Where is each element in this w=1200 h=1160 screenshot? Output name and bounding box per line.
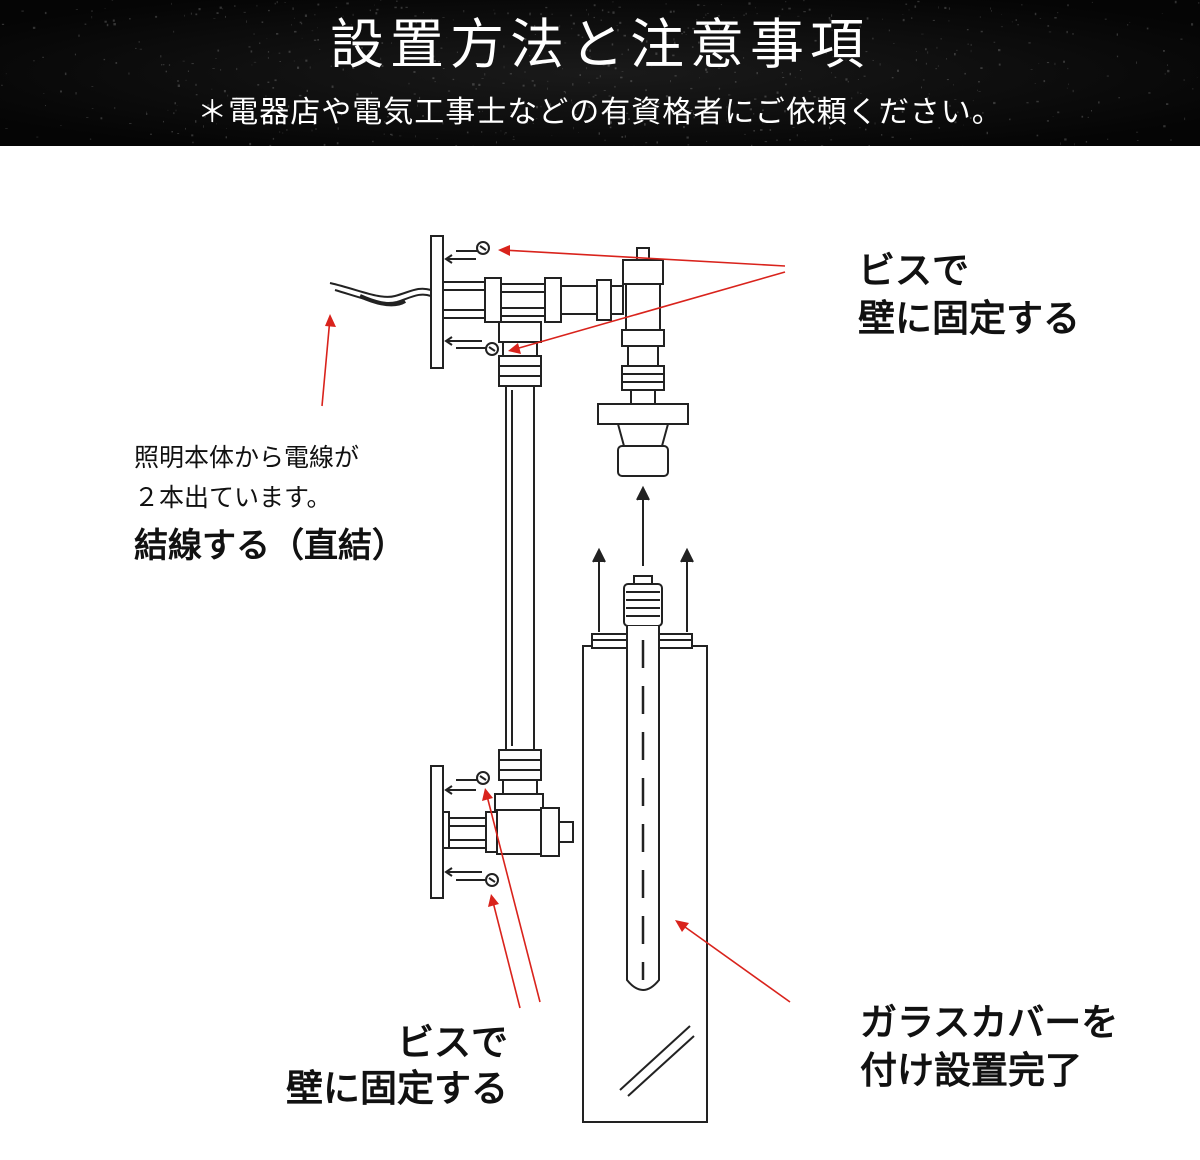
bottom-screws-label-line1: ビスで	[397, 1021, 508, 1064]
top-tee-fitting	[498, 321, 542, 387]
annotation-arrows	[321, 245, 791, 1009]
bottom-screws-label-line2: 壁に固定する	[286, 1067, 508, 1110]
bottom-wall-plate	[430, 765, 450, 899]
bottom-screws	[444, 771, 499, 887]
top-screws-label-line2: 壁に固定する	[858, 297, 1080, 340]
bulb	[623, 575, 663, 991]
wiring-label-line2: ２本出ています。	[134, 483, 332, 512]
top-wall-plate	[430, 235, 486, 369]
glass-cover-label-line1: ガラスカバーを	[860, 1001, 1119, 1044]
glass-cover-label-line2: 付け設置完了	[860, 1049, 1082, 1092]
wiring-label-line1: 照明本体から電線が	[134, 443, 360, 472]
vertical-pipe	[505, 385, 535, 751]
header-banner: 設置方法と注意事項 ＊電器店や電気工事士などの有資格者にご依頼ください。	[0, 0, 1200, 146]
top-pipe-assembly	[484, 277, 624, 323]
installation-diagram	[321, 235, 791, 1123]
power-wires	[329, 282, 432, 307]
bottom-pipe-assembly	[448, 749, 574, 857]
page-subtitle: ＊電器店や電気工事士などの有資格者にご依頼ください。	[197, 95, 1003, 130]
lamp-socket-assembly	[597, 247, 689, 477]
header-texture	[0, 0, 1200, 146]
top-screws	[444, 241, 499, 356]
wiring-label-line3: 結線する（直結）	[134, 526, 406, 566]
page-title: 設置方法と注意事項	[330, 13, 870, 76]
assembly-arrows	[592, 485, 694, 632]
top-screws-label-line1: ビスで	[858, 249, 969, 292]
